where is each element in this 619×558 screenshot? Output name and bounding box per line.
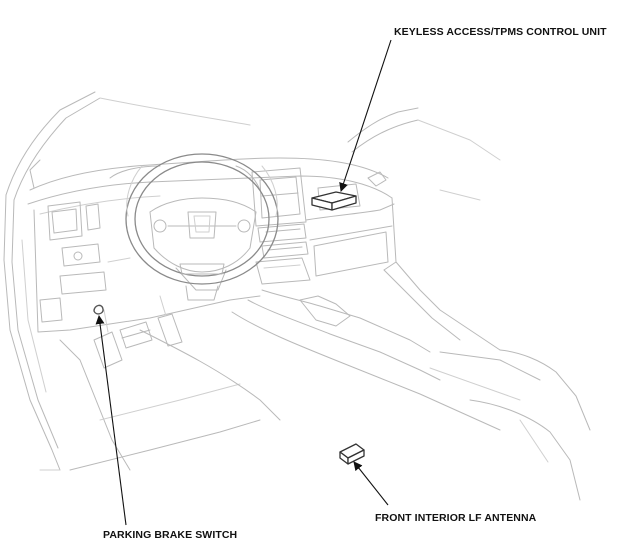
parking-brake-switch-label: PARKING BRAKE SWITCH	[103, 529, 237, 541]
keyless-unit-leader-line	[339, 39, 392, 192]
parking-brake-leader-line	[95, 315, 127, 526]
steering-wheel	[125, 153, 279, 285]
front-antenna-leader-line	[353, 461, 389, 506]
front-interior-lf-antenna	[339, 443, 365, 465]
keyless-access-tpms-control-unit	[311, 191, 357, 211]
front-antenna-label: FRONT INTERIOR LF ANTENNA	[375, 512, 537, 524]
vehicle-interior-drawing	[3, 91, 591, 501]
keyless-unit-label: KEYLESS ACCESS/TPMS CONTROL UNIT	[394, 26, 607, 38]
